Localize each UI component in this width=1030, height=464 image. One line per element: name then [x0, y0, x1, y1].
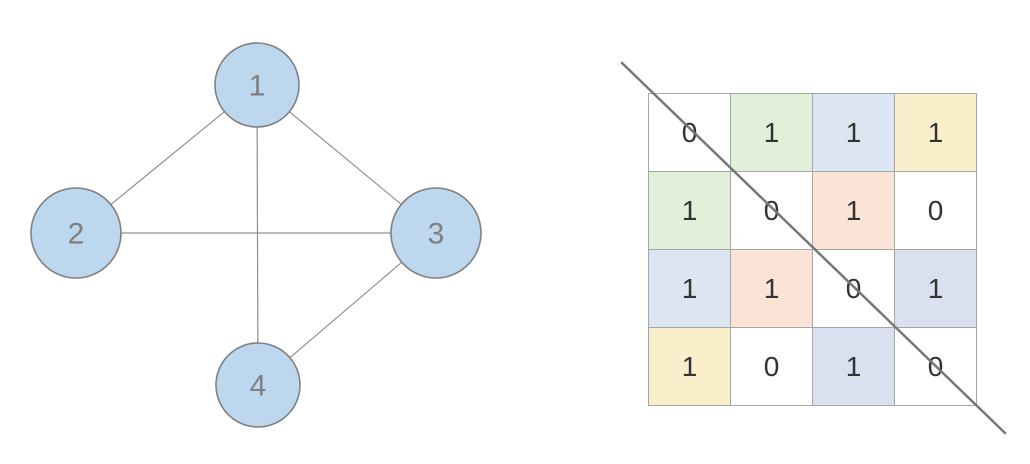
matrix-cell-r2c3[interactable]: 1: [812, 171, 895, 250]
graph-edge-3-4: [289, 261, 403, 359]
graph-panel: 1 2 3 4: [30, 42, 482, 428]
graph-node-circle-4[interactable]: [215, 342, 301, 428]
graph-edge-1-2: [110, 111, 225, 205]
matrix-cell-r2c4[interactable]: 0: [894, 171, 977, 250]
graph-node-4[interactable]: 4: [215, 342, 301, 428]
graph-edge-1-3: [288, 111, 402, 205]
graph-node-circle-1[interactable]: [214, 42, 300, 128]
graph-node-group: 1 2 3 4: [30, 42, 482, 428]
graph-node-3[interactable]: 3: [390, 187, 482, 279]
matrix-cell-r4c3[interactable]: 1: [812, 327, 895, 406]
graph-node-label-1: 1: [249, 70, 266, 103]
graph-edge-1-4: [256, 126, 259, 344]
graph-node-label-4: 4: [250, 370, 267, 403]
graph-node-circle-3[interactable]: [390, 187, 482, 279]
matrix-cell-r1c1[interactable]: 0: [648, 93, 731, 172]
graph-svg: 1 2 3 4: [30, 42, 482, 428]
matrix-cell-r2c1[interactable]: 1: [648, 171, 731, 250]
matrix-cell-r4c1[interactable]: 1: [648, 327, 731, 406]
matrix-cell-r2c2[interactable]: 0: [730, 171, 813, 250]
matrix-cell-r3c2[interactable]: 1: [730, 249, 813, 328]
graph-node-1[interactable]: 1: [214, 42, 300, 128]
matrix-cell-r1c4[interactable]: 1: [894, 93, 977, 172]
matrix-cell-r3c3[interactable]: 0: [812, 249, 895, 328]
matrix-cell-r4c2[interactable]: 0: [730, 327, 813, 406]
graph-edge-group: [110, 111, 403, 359]
graph-node-label-3: 3: [428, 218, 445, 251]
graph-node-circle-2[interactable]: [30, 187, 122, 279]
graph-node-2[interactable]: 2: [30, 187, 122, 279]
matrix-cell-r1c2[interactable]: 1: [730, 93, 813, 172]
graph-node-label-2: 2: [68, 218, 85, 251]
matrix-cell-r3c4[interactable]: 1: [894, 249, 977, 328]
matrix-cell-r3c1[interactable]: 1: [648, 249, 731, 328]
matrix-cell-r1c3[interactable]: 1: [812, 93, 895, 172]
matrix-cell-r4c4[interactable]: 0: [894, 327, 977, 406]
